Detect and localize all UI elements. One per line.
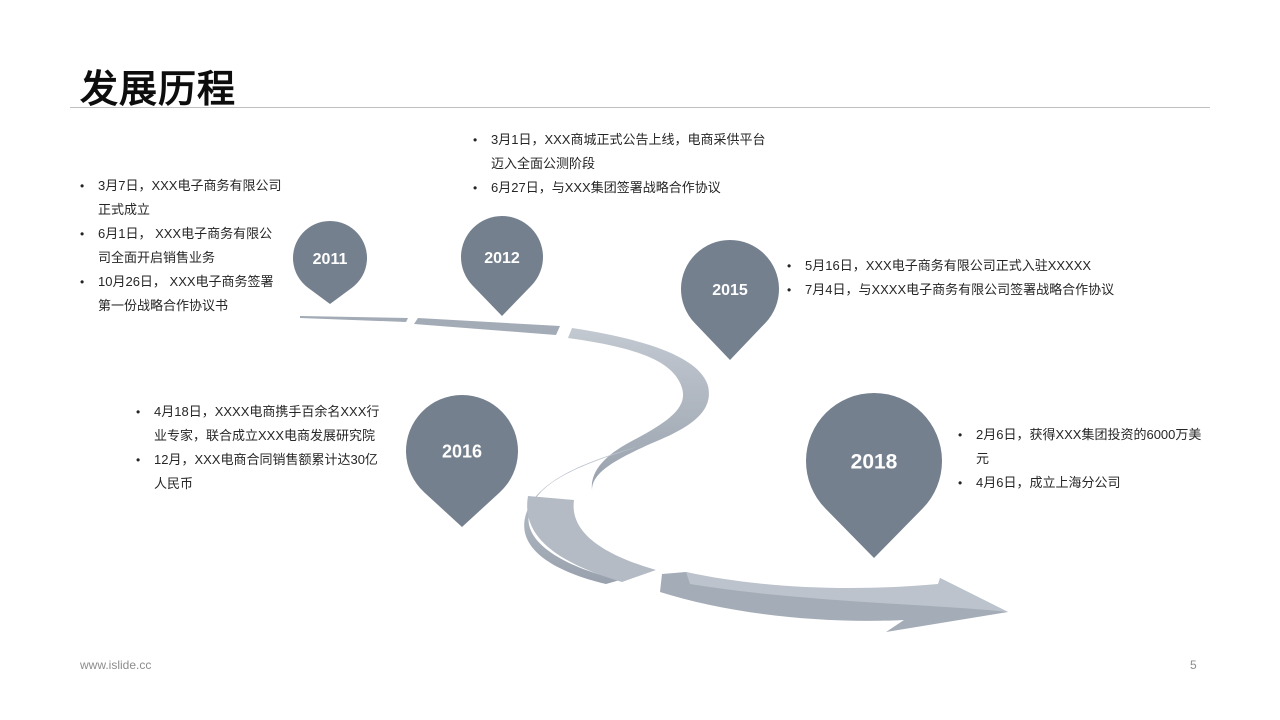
pin-year-label: 2016 (442, 441, 482, 461)
event-item: 3月1日，XXX商城正式公告上线，电商采供平台迈入全面公测阶段 (473, 128, 773, 176)
pin-year-label: 2018 (851, 451, 898, 474)
event-item: 12月，XXX电商合同销售额累计达30亿人民币 (136, 448, 386, 496)
event-item: 2月6日，获得XXX集团投资的6000万美元 (958, 423, 1208, 471)
events-2016: 4月18日，XXXX电商携手百余名XXX行业专家，联合成立XXX电商发展研究院 … (136, 400, 386, 496)
event-item: 6月27日，与XXX集团签署战略合作协议 (473, 176, 773, 200)
road-segment-2 (414, 318, 560, 335)
event-item: 3月7日，XXX电子商务有限公司正式成立 (80, 174, 285, 222)
events-2011: 3月7日，XXX电子商务有限公司正式成立 6月1日， XXX电子商务有限公司全面… (80, 174, 285, 318)
footer-url: www.islide.cc (80, 658, 152, 672)
pin-year-label: 2012 (484, 250, 520, 267)
event-item: 10月26日， XXX电子商务签署第一份战略合作协议书 (80, 270, 285, 318)
event-item: 4月18日，XXXX电商携手百余名XXX行业专家，联合成立XXX电商发展研究院 (136, 400, 386, 448)
road-segment-1 (300, 316, 408, 322)
map-pin-2018 (805, 393, 943, 558)
map-pin-2012 (461, 215, 543, 316)
events-2018: 2月6日，获得XXX集团投资的6000万美元 4月6日，成立上海分公司 (958, 423, 1208, 495)
map-pin-2015 (681, 239, 779, 360)
event-item: 5月16日，XXX电子商务有限公司正式入驻XXXXX (787, 254, 1147, 278)
map-pin-2016 (405, 395, 518, 527)
event-item: 4月6日，成立上海分公司 (958, 471, 1208, 495)
event-item: 7月4日，与XXXX电子商务有限公司签署战略合作协议 (787, 278, 1147, 302)
events-2012: 3月1日，XXX商城正式公告上线，电商采供平台迈入全面公测阶段 6月27日，与X… (473, 128, 773, 200)
pin-year-label: 2011 (313, 251, 348, 268)
pin-year-label: 2015 (712, 282, 748, 299)
road-segment-3 (568, 328, 709, 490)
road-arrow-highlight (686, 572, 1008, 612)
event-item: 6月1日， XXX电子商务有限公司全面开启销售业务 (80, 222, 285, 270)
page-number: 5 (1190, 658, 1197, 672)
page-title: 发展历程 (80, 67, 237, 111)
events-2015: 5月16日，XXX电子商务有限公司正式入驻XXXXX 7月4日，与XXXX电子商… (787, 254, 1147, 302)
title-divider (70, 107, 1210, 108)
road-segment-5 (527, 496, 656, 582)
map-pin-2011 (293, 221, 367, 304)
